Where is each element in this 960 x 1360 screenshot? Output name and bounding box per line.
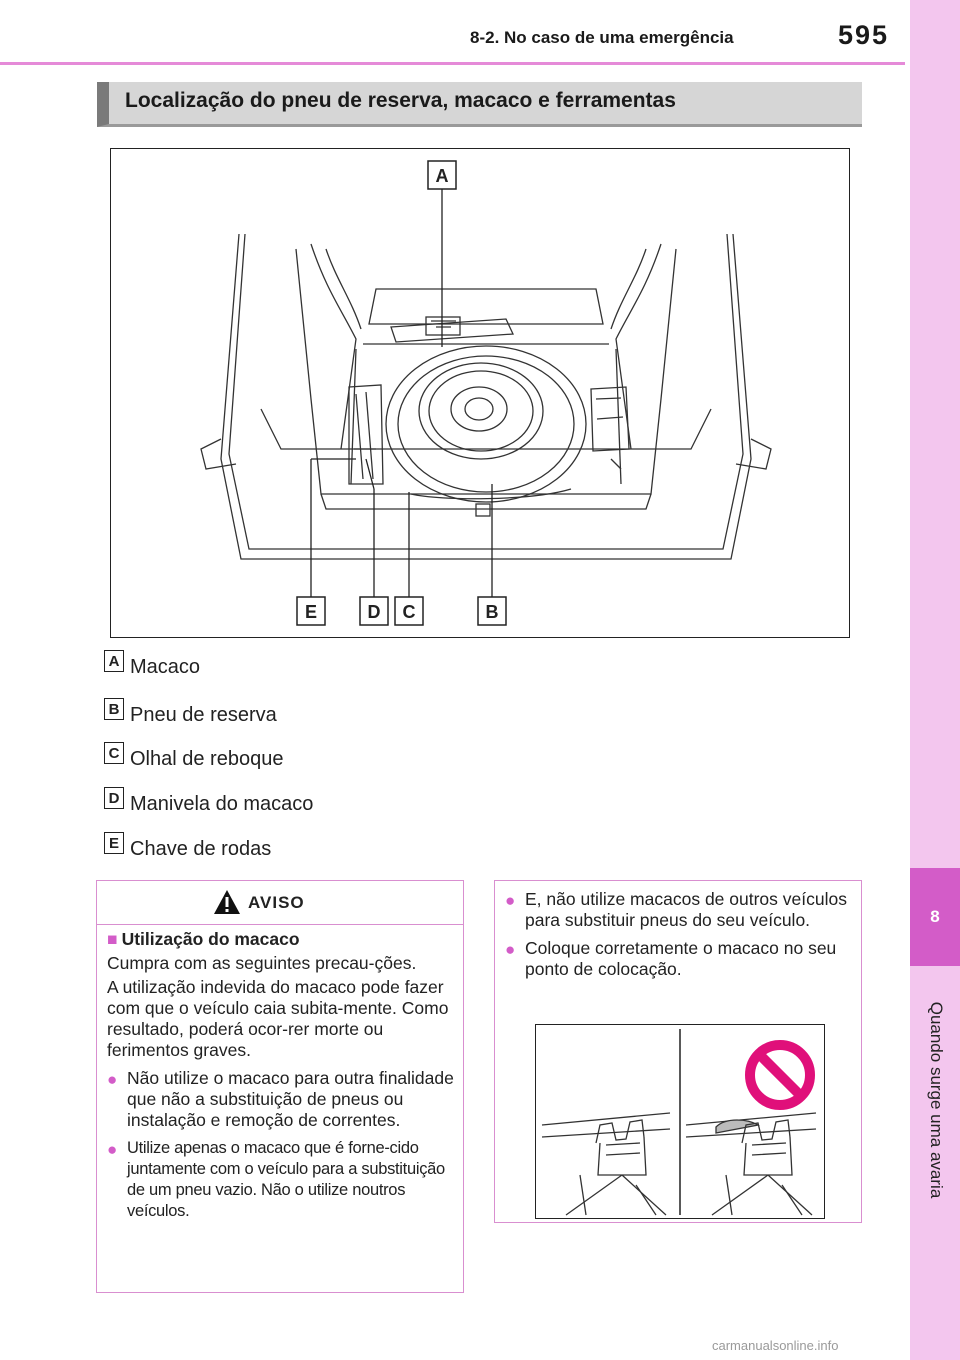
- callout-e: E: [296, 596, 326, 626]
- warning-box: AVISO ■Utilização do macaco Cumpra com a…: [96, 880, 464, 1293]
- cargo-area-illustration: A E D C B: [200, 160, 772, 626]
- callout-c-label: C: [403, 602, 416, 622]
- chapter-number: 8: [910, 868, 960, 966]
- jack-placement-illustration: [541, 1029, 817, 1216]
- warning-bullet-text: Coloque corretamente o macaco no seu pon…: [525, 938, 837, 979]
- legend-item: B Pneu de reserva: [104, 698, 504, 726]
- legend-text: Manivela do macaco: [130, 793, 314, 815]
- callout-d: D: [359, 596, 389, 626]
- warning-header: AVISO: [97, 881, 463, 925]
- callout-c: C: [394, 596, 424, 626]
- callout-a: A: [427, 160, 457, 190]
- warning-bullet: ● E, não utilize macacos de outros veícu…: [505, 889, 855, 931]
- legend-item: C Olhal de reboque: [104, 742, 504, 770]
- legend-letter: B: [104, 698, 124, 720]
- warning-bullet: ● Coloque corretamente o macaco no seu p…: [505, 938, 855, 980]
- warning-bullet-text: Não utilize o macaco para outra finalida…: [127, 1068, 454, 1130]
- section-heading-bar: Localização do pneu de reserva, macaco e…: [97, 82, 862, 127]
- legend-item: D Manivela do macaco: [104, 787, 504, 815]
- chapter-title: Quando surge uma avaria: [927, 1001, 946, 1199]
- warning-paragraph: Cumpra com as seguintes precau-ções.: [107, 953, 417, 973]
- warning-paragraph: A utilização indevida do macaco pode faz…: [107, 977, 449, 1060]
- legend-item: E Chave de rodas: [104, 832, 504, 860]
- legend-letter: E: [104, 832, 124, 854]
- warning-title: AVISO: [248, 893, 305, 912]
- warning-bullet-text: E, não utilize macacos de outros veículo…: [525, 889, 847, 930]
- warning-bullet: ● Não utilize o macaco para outra finali…: [107, 1068, 457, 1131]
- warning-bullet-text: Utilize apenas o macaco que é forne-cido…: [127, 1139, 445, 1220]
- callout-b: B: [477, 596, 507, 626]
- legend-letter: D: [104, 787, 124, 809]
- jack-placement-figure: [535, 1024, 825, 1219]
- callout-e-label: E: [305, 602, 317, 622]
- circle-bullet-icon: ●: [505, 940, 516, 959]
- section-heading: Localização do pneu de reserva, macaco e…: [125, 89, 676, 112]
- legend-text: Chave de rodas: [130, 838, 272, 860]
- circle-bullet-icon: ●: [505, 891, 516, 910]
- watermark: carmanualsonline.info: [712, 1338, 839, 1353]
- warning-continued-body: ● E, não utilize macacos de outros veícu…: [505, 889, 855, 980]
- circle-bullet-icon: ●: [107, 1070, 118, 1089]
- legend-text: Macaco: [130, 656, 201, 678]
- callout-d-label: D: [368, 602, 381, 622]
- warning-subheading-text: Utilização do macaco: [121, 929, 300, 949]
- warning-body: ■Utilização do macaco Cumpra com as segu…: [107, 929, 457, 1222]
- circle-bullet-icon: ●: [107, 1140, 117, 1159]
- warning-continued-box: ● E, não utilize macacos de outros veícu…: [494, 880, 862, 1223]
- page-header: 8-2. No caso de uma emergência 595: [0, 0, 905, 70]
- header-rule: [0, 62, 905, 65]
- legend-item: A Macaco: [104, 650, 504, 678]
- callout-b-label: B: [486, 602, 499, 622]
- prohibition-icon: [745, 1040, 815, 1110]
- legend-text: Olhal de reboque: [130, 748, 284, 770]
- side-tab: [910, 0, 960, 1360]
- warning-subheading: ■Utilização do macaco: [107, 929, 457, 950]
- warning-triangle-icon: [214, 890, 240, 914]
- legend-text: Pneu de reserva: [130, 704, 277, 726]
- warning-bullet: ● Utilize apenas o macaco que é forne-ci…: [107, 1138, 457, 1222]
- callout-a-label: A: [436, 166, 449, 186]
- page-number: 595: [838, 20, 890, 50]
- legend-letter: C: [104, 742, 124, 764]
- section-label: 8-2. No caso de uma emergência: [470, 28, 734, 47]
- square-bullet-icon: ■: [107, 929, 118, 949]
- spare-tire-location-figure: A E D C B: [110, 148, 850, 638]
- legend-letter: A: [104, 650, 124, 672]
